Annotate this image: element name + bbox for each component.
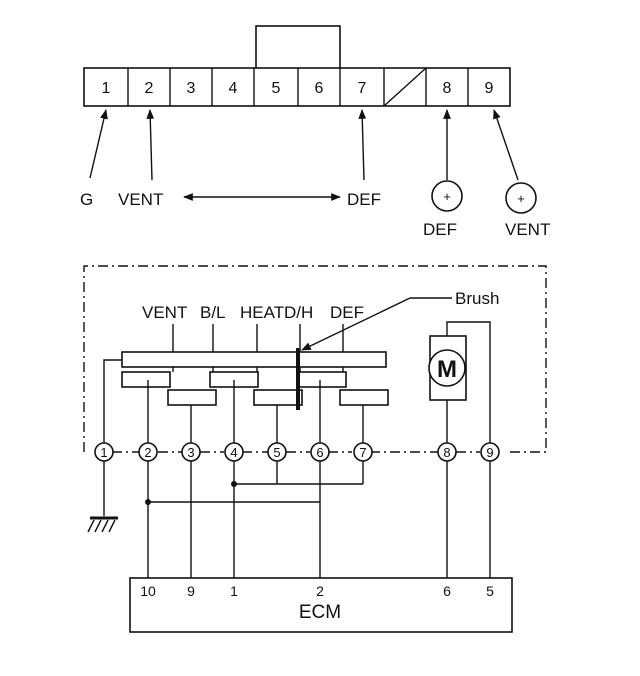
svg-text:8: 8 (443, 445, 450, 460)
battery-positive-9: + (505, 182, 537, 214)
battery-positive-8: + (431, 180, 463, 212)
terminal-1: 1 (94, 442, 114, 462)
connector-pin-7: 7 (358, 80, 367, 97)
switch-label-heat: HEAT (240, 303, 284, 322)
contact-plate-dh (253, 389, 303, 406)
connector-pin-5: 5 (272, 80, 281, 97)
connector-pin-8: 8 (443, 80, 452, 97)
arrow-g (89, 109, 108, 179)
common-plate (121, 351, 387, 368)
svg-text:3: 3 (187, 445, 194, 460)
junction-2 (145, 499, 151, 505)
test-leads: G VENT DEF + + DEF VENT (80, 109, 550, 239)
svg-text:5: 5 (273, 445, 280, 460)
ecm-pin-10: 10 (140, 583, 156, 599)
brush-label: Brush (455, 289, 499, 308)
terminal-5: 5 (267, 442, 287, 462)
label-vent: VENT (118, 190, 163, 209)
arrow-pin9-lead (493, 109, 519, 181)
terminal-6: 6 (310, 442, 330, 462)
contact-plate-bl (167, 389, 217, 406)
contact-plate-def (339, 389, 389, 406)
terminal-9: 9 (480, 442, 500, 462)
connector-body (83, 67, 511, 107)
contact-plate-vent (121, 371, 171, 388)
connector-pin-9: 9 (485, 80, 494, 97)
switch-label-dh: D/H (284, 303, 313, 322)
ecm-box (129, 577, 513, 633)
motor-housing-outline (83, 265, 547, 453)
contact-plate-dh2 (297, 371, 347, 388)
arrow-def (358, 109, 367, 181)
terminal-7: 7 (353, 442, 373, 462)
circuit: VENT B/L HEAT D/H DEF Brush (83, 265, 547, 578)
ecm-label: ECM (299, 602, 341, 623)
terminal-8: 8 (437, 442, 457, 462)
svg-text:+: + (517, 191, 525, 206)
label-pin9-vent: VENT (505, 220, 550, 239)
switch-label-def: DEF (330, 303, 364, 322)
connector-pin-6: 6 (315, 80, 324, 97)
svg-text:1: 1 (100, 445, 107, 460)
motor-label: M (437, 356, 457, 383)
connector: 1 2 3 4 5 6 7 8 9 (83, 25, 511, 107)
switch-label-bl: B/L (200, 303, 226, 322)
connector-key (255, 25, 341, 71)
svg-text:9: 9 (486, 445, 493, 460)
terminal-2: 2 (138, 442, 158, 462)
ecm: 10 9 1 2 6 5 ECM (129, 577, 513, 633)
label-g: G (80, 190, 93, 209)
connector-pin-4: 4 (229, 80, 238, 97)
terminal-4: 4 (224, 442, 244, 462)
svg-text:2: 2 (144, 445, 151, 460)
junction-4 (231, 481, 237, 487)
svg-text:7: 7 (359, 445, 366, 460)
terminal-3: 3 (181, 442, 201, 462)
switch-label-vent: VENT (142, 303, 187, 322)
ecm-pin-6: 6 (443, 583, 451, 599)
connector-pin-3: 3 (187, 80, 196, 97)
svg-text:+: + (443, 189, 451, 204)
arrow-vent (146, 109, 155, 181)
ground-symbol (87, 516, 118, 533)
motor: M (428, 321, 491, 443)
connector-pin-2: 2 (145, 80, 154, 97)
svg-text:6: 6 (316, 445, 323, 460)
connector-pin-1: 1 (102, 80, 111, 97)
ecm-pin-5: 5 (486, 583, 494, 599)
ecm-pin-2: 2 (316, 583, 324, 599)
svg-text:4: 4 (230, 445, 237, 460)
label-pin8-def: DEF (423, 220, 457, 239)
label-def: DEF (347, 190, 381, 209)
ecm-pin-1: 1 (230, 583, 238, 599)
ecm-pin-9: 9 (187, 583, 195, 599)
